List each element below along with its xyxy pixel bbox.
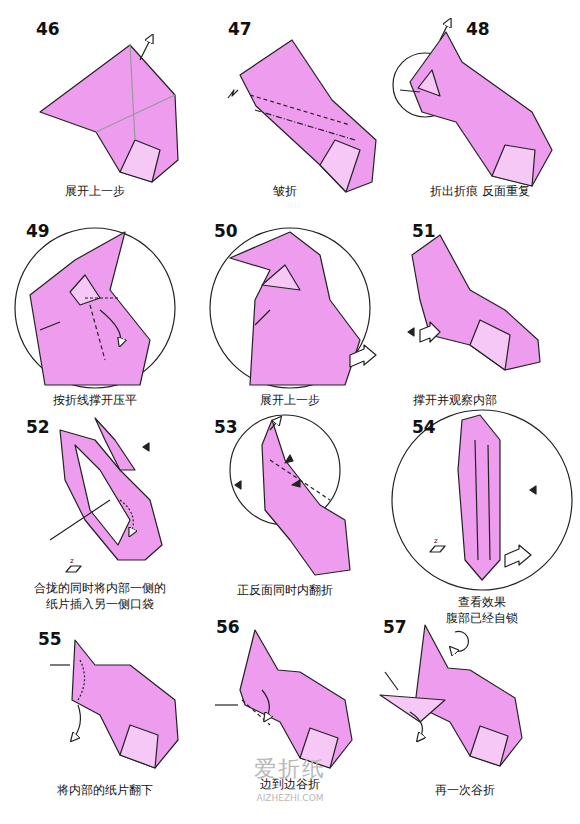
fold-drawing [400, 90, 420, 92]
fold-drawing [250, 95, 350, 125]
fold-drawing [72, 705, 80, 740]
fold-drawing [85, 297, 120, 298]
step-number: 57 [383, 616, 407, 639]
fold-drawing [270, 418, 280, 430]
step-caption: 按折线撑开压平 [53, 392, 137, 408]
fold-drawing [255, 110, 355, 140]
fold-drawing [420, 322, 440, 342]
step-caption: 展开上一步 [260, 392, 320, 408]
fold-drawing [488, 445, 490, 560]
step-caption: 折出折痕 反面重复 [430, 183, 530, 199]
fold-drawing [262, 690, 269, 720]
fold-drawing [412, 235, 540, 370]
fold-drawing [262, 265, 300, 290]
fold-drawing [230, 232, 360, 385]
step-caption: 撑开并观察内部 [413, 392, 497, 408]
fold-drawing [470, 320, 510, 370]
fold-drawing [380, 695, 445, 722]
fold-drawing [492, 145, 535, 186]
fold-drawing [392, 410, 572, 590]
step-caption: 皱折 [273, 183, 297, 199]
step-caption: 查看效果 腹部已经自锁 [437, 594, 527, 626]
fold-drawing [242, 700, 270, 725]
fold-drawing [228, 90, 238, 98]
fold-drawing [143, 443, 149, 451]
step-number: 47 [228, 18, 252, 41]
fold-drawing [15, 228, 175, 388]
fold-drawing [410, 712, 423, 740]
fold-drawing [78, 660, 85, 700]
fold-drawing [120, 500, 133, 535]
fold-drawing [15, 20, 572, 768]
step-number: 51 [412, 220, 436, 243]
fold-drawing [475, 440, 478, 560]
step-caption: 再一次谷折 [435, 782, 495, 798]
fold-drawing [270, 460, 330, 500]
fold-drawing [255, 310, 270, 325]
fold-drawing [415, 625, 522, 766]
step-number: 55 [38, 628, 62, 651]
axis-label: z [434, 537, 438, 546]
watermark: AIZHEZHI.COM [256, 792, 323, 804]
watermark: 爱折纸 [254, 754, 326, 784]
fold-drawing [30, 232, 150, 385]
fold-drawing [215, 704, 238, 705]
fold-drawing [70, 275, 100, 305]
fold-drawing [72, 640, 178, 768]
fold-drawing [262, 420, 350, 575]
fold-drawing [240, 630, 352, 768]
step-number: 54 [412, 416, 436, 439]
fold-drawing [385, 672, 398, 690]
fold-drawing [458, 415, 500, 580]
fold-drawing [320, 140, 360, 192]
fold-drawing [418, 70, 440, 96]
fold-drawing [50, 664, 70, 665]
fold-drawing [410, 32, 552, 186]
fold-drawing [430, 546, 445, 552]
axis-label: z [70, 557, 74, 566]
fold-drawing [530, 486, 536, 494]
fold-drawing [90, 305, 105, 360]
fold-drawing [235, 481, 241, 489]
fold-drawing [95, 418, 135, 470]
fold-drawing [40, 322, 60, 330]
fold-drawing [140, 36, 152, 60]
fold-drawing [50, 500, 110, 540]
step-number: 56 [216, 616, 240, 639]
step-number: 49 [26, 220, 50, 243]
fold-drawing [285, 455, 293, 463]
fold-drawing [505, 545, 531, 567]
step-caption: 正反面同时内翻折 [237, 582, 333, 598]
step-number: 53 [214, 416, 238, 439]
fold-drawing [66, 566, 81, 572]
step-caption: 合拢的同时将内部一侧的 纸片插入另一侧口袋 [25, 580, 175, 612]
step-number: 48 [466, 18, 490, 41]
fold-drawing [96, 95, 175, 132]
fold-drawing [100, 310, 121, 345]
step-number: 50 [214, 220, 238, 243]
fold-drawing [120, 725, 158, 768]
fold-drawing [451, 631, 468, 651]
fold-drawing [40, 45, 178, 182]
step-caption: 将内部的纸片翻下 [57, 782, 153, 798]
fold-drawing [130, 45, 135, 140]
step-caption: 展开上一步 [65, 183, 125, 199]
fold-drawing [120, 140, 160, 182]
step-number: 52 [26, 416, 50, 439]
fold-drawing [210, 228, 370, 388]
step-number: 46 [36, 18, 60, 41]
fold-drawing [440, 20, 450, 40]
fold-drawing [292, 480, 300, 487]
fold-drawing [240, 40, 376, 192]
fold-drawing [408, 328, 414, 336]
fold-drawing [470, 726, 508, 766]
fold-drawing [350, 345, 376, 367]
